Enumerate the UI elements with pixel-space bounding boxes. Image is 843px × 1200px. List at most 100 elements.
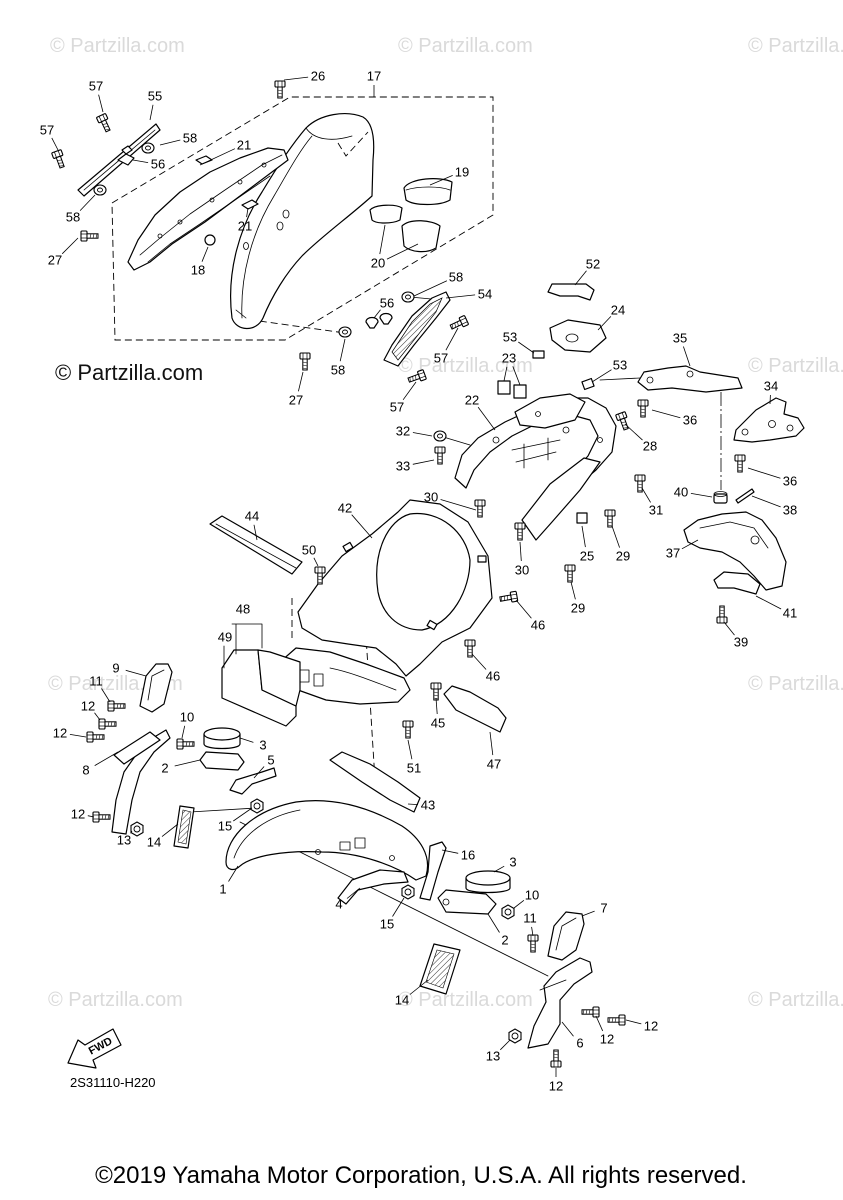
leader-line xyxy=(681,539,699,550)
callout-label: 5 xyxy=(267,753,274,768)
callout-label: 12 xyxy=(549,1079,563,1094)
leader-line xyxy=(531,926,534,937)
leader-line xyxy=(561,1021,574,1037)
leader-line xyxy=(471,653,487,670)
leader-line xyxy=(489,731,494,756)
leader-line xyxy=(440,499,477,511)
leader-line xyxy=(233,807,253,822)
callout-label: 6 xyxy=(576,1036,583,1051)
part-bracket-5 xyxy=(229,767,277,795)
leader-line xyxy=(346,887,361,899)
callout-label: 49 xyxy=(218,630,232,645)
part-reflector-9 xyxy=(139,663,173,713)
leader-line xyxy=(591,369,612,383)
callout-label: 32 xyxy=(396,424,410,439)
callout-label: 39 xyxy=(734,635,748,650)
nut xyxy=(501,904,515,920)
part-reflector-14-left xyxy=(173,805,195,849)
leader-line xyxy=(512,366,521,386)
callout-label: 52 xyxy=(586,257,600,272)
callout-label: 28 xyxy=(643,439,657,454)
part-band-38 xyxy=(735,488,755,504)
callout-label: 36 xyxy=(683,413,697,428)
callout-label: 16 xyxy=(461,848,475,863)
callout-label: 30 xyxy=(424,490,438,505)
leader-line xyxy=(747,467,781,479)
callout-label: 13 xyxy=(486,1049,500,1064)
callout-label: 46 xyxy=(531,618,545,633)
leader-line xyxy=(51,137,59,151)
callout-label: 13 xyxy=(117,833,131,848)
watermark: © Partzilla.com xyxy=(398,35,533,57)
callout-label: 35 xyxy=(673,331,687,346)
leader-line xyxy=(409,979,429,995)
part-damper-19 xyxy=(403,178,453,206)
leader-line xyxy=(515,599,532,619)
leader-line xyxy=(611,525,620,548)
part-inner-panel-42 xyxy=(279,499,493,705)
leader-line xyxy=(429,175,453,186)
watermark: © Partzilla.com xyxy=(748,673,843,695)
leader-line xyxy=(392,897,405,917)
callout-label: 12 xyxy=(644,1019,658,1034)
callout-label: 18 xyxy=(191,263,205,278)
fwd-arrow-icon: FWD xyxy=(67,1028,122,1069)
callout-label: 56 xyxy=(151,157,165,172)
callout-label: 56 xyxy=(380,296,394,311)
callout-label: 21 xyxy=(237,138,251,153)
leader-line xyxy=(239,737,254,743)
part-rear-inner-fender xyxy=(454,393,617,541)
callout-label: 8 xyxy=(82,763,89,778)
part-reflector-7 xyxy=(547,911,585,961)
part-damper-3-right xyxy=(465,870,511,894)
leader-line xyxy=(201,246,209,262)
site-credit: © Partzilla.com xyxy=(55,360,203,385)
leader-line xyxy=(98,94,104,113)
callout-label: 47 xyxy=(487,757,501,772)
leader-line xyxy=(641,487,651,503)
part-strip-47 xyxy=(443,685,507,733)
leader-line xyxy=(379,224,386,255)
callout-label: 29 xyxy=(571,601,585,616)
watermark: © Partzilla.com xyxy=(748,355,843,377)
part-cushion-52 xyxy=(547,283,595,301)
leader-line xyxy=(487,913,500,933)
callout-label: 11 xyxy=(89,674,103,689)
leader-line xyxy=(445,294,476,299)
callout-label: 48 xyxy=(236,602,250,617)
leader-line xyxy=(407,803,419,805)
part-bracket-4 xyxy=(337,869,409,905)
callout-label: 12 xyxy=(71,807,85,822)
callout-label: 34 xyxy=(764,379,778,394)
leader-line xyxy=(413,280,448,297)
leader-line xyxy=(503,366,508,382)
part-damper-3-left xyxy=(203,727,241,750)
callout-label: 4 xyxy=(335,897,342,912)
callout-label: 12 xyxy=(600,1032,614,1047)
callout-label: 7 xyxy=(600,901,607,916)
callout-label: 29 xyxy=(616,549,630,564)
leader-line xyxy=(246,207,249,218)
leader-line xyxy=(101,688,111,703)
callout-label: 43 xyxy=(421,798,435,813)
callout-label: 26 xyxy=(311,69,325,84)
leader-line xyxy=(132,159,149,163)
washer xyxy=(338,326,352,338)
callout-label: 58 xyxy=(66,210,80,225)
callout-label: 19 xyxy=(455,165,469,180)
part-clip-25 xyxy=(576,512,588,524)
leader-line xyxy=(513,899,525,909)
callout-label: 30 xyxy=(515,563,529,578)
callout-label: 57 xyxy=(89,79,103,94)
leader-line xyxy=(493,865,505,873)
leader-line xyxy=(651,409,681,419)
part-plate-48 xyxy=(257,649,301,707)
part-bracket-8 xyxy=(111,729,171,835)
leader-line xyxy=(441,849,459,854)
washer xyxy=(93,184,107,196)
leader-line xyxy=(412,459,435,465)
callout-label: 36 xyxy=(783,474,797,489)
leader-line xyxy=(228,865,239,882)
leader-line xyxy=(574,270,587,286)
